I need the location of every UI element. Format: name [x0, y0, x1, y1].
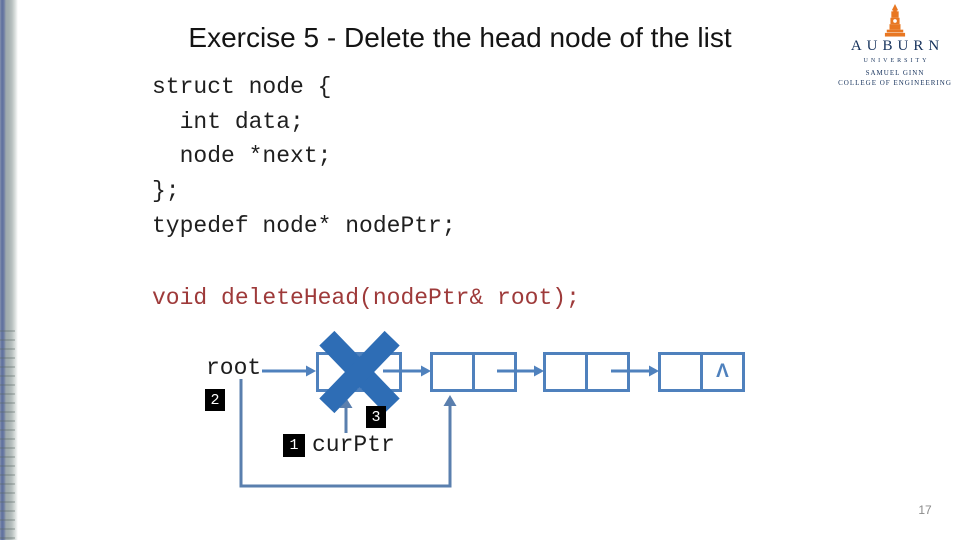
logo-college-line2: COLLEGE OF ENGINEERING [838, 79, 952, 87]
code-line: }; [152, 178, 180, 205]
side-strip-decoration [0, 0, 18, 540]
list-node-2 [430, 352, 517, 392]
code-line: node *next; [152, 143, 332, 170]
list-node-4: Λ [658, 352, 745, 392]
curptr-label: curPtr [312, 432, 395, 458]
arrowhead-up-node2 [443, 395, 457, 406]
node-1-data-cell [319, 355, 361, 389]
node-2-data-cell [433, 355, 475, 389]
side-strip-texture [0, 330, 15, 540]
node-4-data-cell [661, 355, 703, 389]
list-node-1 [316, 352, 402, 392]
null-symbol: Λ [716, 361, 729, 382]
logo-university-label: UNIVERSITY [863, 58, 930, 64]
node-2-next-cell [475, 355, 514, 389]
code-line: typedef node* nodePtr; [152, 212, 456, 239]
code-line: struct node { [152, 74, 332, 100]
auburn-logo: AUBURN UNIVERSITY SAMUEL GINN COLLEGE OF… [833, 4, 957, 87]
slide-title: Exercise 5 - Delete the head node of the… [188, 22, 732, 53]
arrowhead-node1 [306, 365, 316, 377]
root-label: root [206, 355, 262, 381]
logo-wordmark: AUBURN [850, 38, 945, 54]
page-number: 17 [918, 503, 932, 517]
struct-code-block: struct node { int data; node *next;}; typ… [152, 70, 456, 244]
list-node-3 [543, 352, 630, 392]
arrowhead-up-node1 [339, 397, 353, 408]
step-badge-2: 2 [205, 389, 225, 411]
code-line: int data; [152, 108, 304, 135]
node-3-data-cell [546, 355, 588, 389]
clock-tower-icon [884, 4, 906, 37]
logo-college-line1: SAMUEL GINN [865, 69, 925, 77]
node-1-next-cell [361, 355, 400, 389]
step-badge-1: 1 [283, 434, 305, 457]
node-3-next-cell [588, 355, 627, 389]
step-badge-3: 3 [366, 406, 386, 428]
function-prototype-line: void deleteHead(nodePtr& root); [152, 285, 580, 311]
